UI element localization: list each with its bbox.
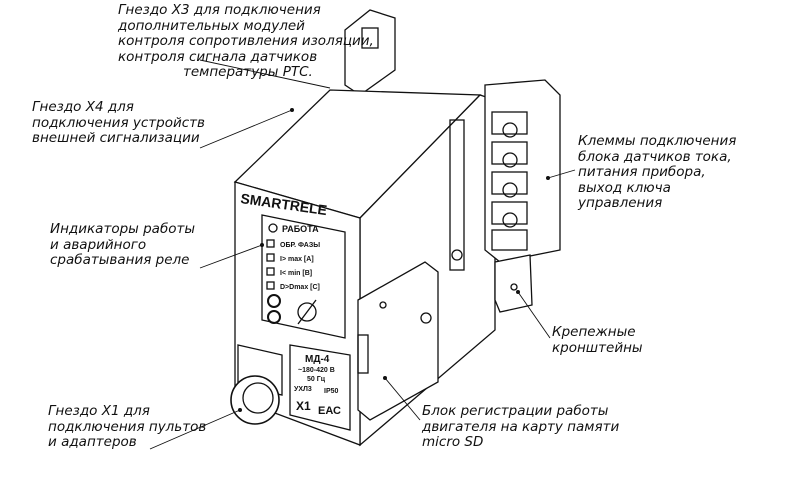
callout-sd-line: двигателя на карту памяти [422, 418, 620, 435]
label-plate [289, 344, 351, 431]
callout-terminals-line: выход ключа [578, 179, 671, 196]
sd-block [357, 261, 439, 421]
callout-x3-line: контроля сопротивления изоляции, [118, 33, 374, 49]
callout-terminals-line: питания прибора, [578, 164, 706, 180]
sd-slot [357, 334, 369, 374]
callout-terminals-line: управления [578, 195, 663, 211]
led-label-2: I> max [A] [280, 256, 314, 263]
ip-rating: IP50 [324, 388, 339, 395]
climate-class: УХЛ3 [294, 386, 312, 393]
led-label-4: D>Dmax [C] [280, 284, 320, 291]
callout-indicators-line: срабатывания реле [50, 252, 190, 268]
callout-x3: Гнездо X3 для подключения дополнительных… [118, 2, 374, 81]
x1-label: X1 [296, 399, 311, 413]
model: МД-4 [305, 354, 330, 365]
callout-sd-line: micro SD [422, 434, 484, 450]
callout-x3-line: Гнездо X3 для подключения [118, 2, 321, 18]
led-2 [266, 253, 275, 262]
callout-sd-line: Блок регистрации работы [422, 403, 609, 419]
terminal-block [484, 79, 561, 263]
callout-terminals-line: блока датчиков тока, [578, 148, 732, 165]
callout-brackets-line: Крепежные [552, 324, 636, 340]
callout-terminals: Клеммы подключения блока датчиков тока, … [578, 133, 737, 212]
led-work [268, 223, 278, 233]
callout-x1-line: подключения пультов [48, 418, 207, 435]
bracket-hole [361, 27, 379, 49]
leader-lines [149, 59, 576, 450]
callout-x1: Гнездо X1 для подключения пультов и адап… [48, 403, 207, 451]
indicator-panel [261, 214, 346, 339]
callout-x3-line: дополнительных модулей [118, 17, 305, 34]
callout-x4: Гнездо X4 для подключения устройств внеш… [32, 99, 205, 147]
null-symbol-icon [297, 302, 317, 322]
callout-x4-line: подключения устройств [32, 114, 205, 131]
voltage: ~180-420 В [298, 367, 335, 374]
terminals [491, 111, 528, 251]
terminal-markings [449, 119, 465, 271]
callout-x4-line: Гнездо X4 для [32, 99, 134, 115]
led-label-1: ОБР. ФАЗЫ [280, 242, 320, 249]
led-4 [266, 281, 275, 290]
x1-socket [230, 375, 280, 425]
led-3 [266, 267, 275, 276]
led-label-0: РАБОТА [282, 224, 319, 234]
callout-indicators: Индикаторы работы и аварийного срабатыва… [50, 221, 196, 269]
callout-brackets-line: кронштейны [552, 339, 643, 356]
callout-brackets: Крепежные кронштейны [552, 324, 643, 356]
callout-x3-line: контроля сигнала датчиков [118, 48, 318, 65]
eac-mark: ЕАС [318, 405, 341, 417]
led-label-3: I< min [B] [280, 270, 312, 277]
callout-indicators-line: и аварийного [50, 236, 147, 253]
top-bracket [344, 9, 396, 96]
callout-indicators-line: Индикаторы работы [50, 221, 196, 237]
callout-x3-line: температуры PTC. [183, 64, 313, 80]
led-1 [266, 239, 275, 248]
x1-socket-inner [242, 382, 274, 414]
callout-sd: Блок регистрации работы двигателя на кар… [422, 403, 620, 451]
sd-led [420, 312, 432, 324]
button-2 [267, 310, 281, 324]
callout-x4-line: внешней сигнализации [32, 130, 200, 146]
callout-x1-line: Гнездо X1 для [48, 403, 150, 419]
callout-x1-line: и адаптеров [48, 434, 137, 450]
callout-terminals-line: Клеммы подключения [578, 133, 737, 149]
button-1 [267, 294, 281, 308]
frequency: 50 Гц [307, 376, 326, 383]
